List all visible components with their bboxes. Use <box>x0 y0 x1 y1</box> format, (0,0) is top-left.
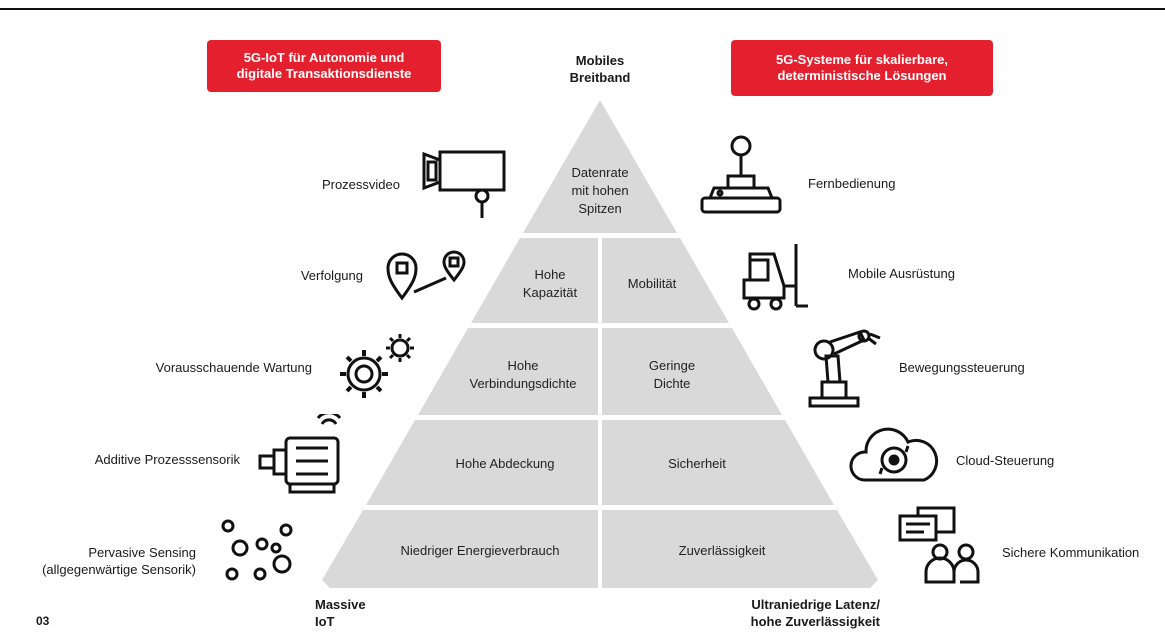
right-banner: 5G-Systeme für skalierbare, deterministi… <box>731 40 993 96</box>
chat-users-icon <box>898 506 980 584</box>
pyramid-tier-3-left <box>366 420 598 505</box>
tier-1-left-label: Hohe Kapazität <box>522 267 578 300</box>
tier-2-left-label: Hohe Verbindungsdichte <box>469 358 577 391</box>
top-corner-label: Mobiles Breitband <box>569 53 631 85</box>
pyramid-apex <box>523 100 677 233</box>
right-use-case-label: Mobile Ausrüstung <box>848 266 955 281</box>
robot-arm-icon <box>808 329 881 408</box>
right-use-case-label: Fernbedienung <box>808 176 896 191</box>
left-use-case-label: Prozessvideo <box>321 177 400 192</box>
pyramid-tier-2-left <box>418 328 598 415</box>
motor-sensor-icon <box>258 414 342 494</box>
tier-4-left-label: Niedriger Energieverbrauch <box>400 543 560 558</box>
left-use-case-label: Pervasive Sensing (allgegenwärtige Senso… <box>42 545 196 577</box>
right-use-case-label: Cloud-Steuerung <box>956 453 1055 468</box>
top-rule <box>0 8 1165 10</box>
pyramid-tier-2-right <box>602 328 782 415</box>
tier-2-right-label: Geringe Dichte <box>648 358 696 391</box>
location-tracking-icon <box>386 250 466 301</box>
gears-icon <box>340 334 414 398</box>
left-use-case-label: Additive Prozesssensorik <box>94 452 240 467</box>
tier-1-right-label: Mobilität <box>627 276 677 291</box>
sensor-dots-icon <box>221 519 293 581</box>
left-use-case-label: Verfolgung <box>300 268 363 283</box>
right-use-case-label: Sichere Kommunikation <box>1002 545 1140 560</box>
tier-3-right-label: Sicherheit <box>668 456 726 471</box>
bottom-left-corner-label: Massive IoT <box>315 597 366 629</box>
page-number: 03 <box>36 614 50 628</box>
video-camera-icon <box>422 150 506 218</box>
pyramid-tier-3-right <box>602 420 834 505</box>
bottom-right-corner-label: Ultraniedrige Latenz/ hohe Zuverlässigke… <box>750 597 880 629</box>
left-banner: 5G-IoT für Autonomie und digitale Transa… <box>207 40 441 92</box>
pyramid-tier-1-right <box>602 238 729 323</box>
right-use-case-label: Bewegungssteuerung <box>899 360 1025 375</box>
pyramid-tier-4-right <box>602 510 878 588</box>
tier-4-right-label: Zuverlässigkeit <box>678 543 766 558</box>
forklift-icon <box>742 244 808 311</box>
pyramid-tier-1-left <box>471 238 598 323</box>
apex-label: Datenrate mit hohen Spitzen <box>571 165 629 216</box>
cloud-sync-icon <box>849 427 939 482</box>
left-use-case-label: Vorausschauende Wartung <box>155 360 312 375</box>
joystick-icon <box>700 135 782 214</box>
tier-3-left-label: Hohe Abdeckung <box>455 456 555 471</box>
pyramid-tier-4-left <box>322 510 598 588</box>
